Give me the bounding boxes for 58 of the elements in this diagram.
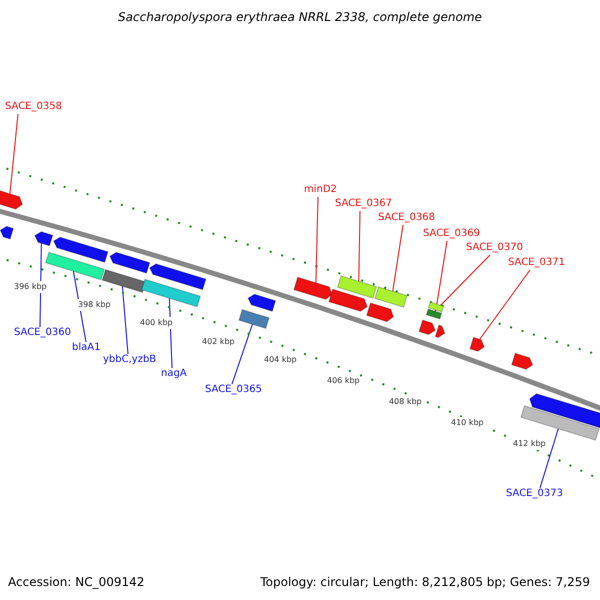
gene-feature (529, 393, 600, 428)
gene-bar (141, 278, 201, 308)
gene-feature (434, 324, 446, 338)
leader-line (479, 270, 530, 340)
gene-feature (247, 294, 276, 312)
gene-label: SACE_0371 (508, 257, 565, 269)
gene-bar (426, 308, 442, 320)
gene-bar (374, 286, 408, 308)
leader-line (540, 428, 559, 488)
gene-label: nagA (161, 368, 187, 380)
gene-feature (366, 302, 394, 322)
gene-feature (328, 288, 368, 312)
gene-feature (293, 276, 333, 300)
gene-label: SACE_0370 (466, 242, 523, 254)
scale-label: 404 kbp (264, 354, 297, 366)
leader-line (122, 286, 128, 354)
scale-label: 406 kbp (327, 375, 360, 387)
leader-line (392, 224, 404, 292)
gene-label: SACE_0373 (506, 488, 563, 500)
leader-line (358, 210, 360, 282)
gene-feature (511, 352, 534, 370)
scale-label: 398 kbp (78, 299, 111, 311)
gene-bar (520, 405, 600, 441)
title: Saccharopolyspora erythraea NRRL 2338, complete genome (117, 10, 483, 25)
scale-label: 412 kbp (513, 438, 546, 450)
gene-feature (0, 188, 23, 210)
gene-bar (428, 301, 444, 313)
gene-feature (0, 226, 14, 240)
scale-label: 402 kbp (202, 336, 235, 348)
gene-feature (34, 231, 54, 246)
scale-label: 408 kbp (389, 396, 422, 408)
gene-label: SACE_0368 (378, 212, 435, 224)
leader-line (9, 114, 18, 194)
genome-stats-text: Topology: circular; Length: 8,212,805 bp; Genes: 7,259 (260, 575, 590, 590)
scale-label: 410 kbp (451, 417, 484, 429)
gene-label: ybbC,yzbB (103, 354, 156, 366)
gene-feature (109, 252, 150, 274)
gene-bar (102, 268, 146, 294)
gene-feature (149, 263, 207, 290)
gene-feature (418, 319, 436, 336)
gene-bar (336, 275, 378, 299)
gene-bar (45, 252, 105, 280)
gene-feature (469, 336, 485, 352)
accession-text: Accession: NC_009142 (8, 575, 144, 590)
leader-line (232, 324, 253, 384)
gene-label: blaA1 (72, 342, 100, 354)
gene-feature (53, 236, 109, 263)
leader-line (436, 240, 448, 305)
scale-label: 396 kbp (14, 281, 47, 293)
gene-label: SACE_0365 (205, 384, 262, 396)
gene-label: SACE_0369 (423, 228, 480, 240)
leader-line (315, 196, 318, 284)
gene-label: SACE_0360 (14, 327, 71, 339)
gene-label: SACE_0358 (5, 101, 62, 113)
gene-bar (238, 308, 270, 330)
scale-label: 400 kbp (140, 317, 173, 329)
gene-label: minD2 (304, 184, 337, 196)
gene-label: SACE_0367 (335, 198, 392, 210)
